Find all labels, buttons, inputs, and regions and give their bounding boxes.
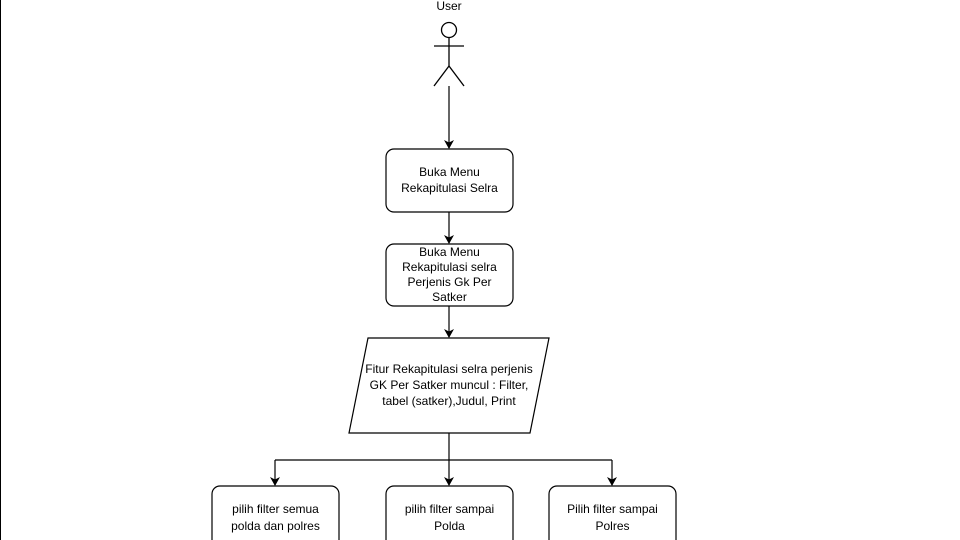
io-text-line: tabel (satker),Judul, Print bbox=[382, 394, 516, 408]
process-filter-polda[interactable]: pilih filter sampai Polda bbox=[385, 485, 514, 540]
canvas-left-border bbox=[0, 0, 1, 540]
process-text-line: Rekapitulasi selra bbox=[402, 260, 497, 274]
actor-leg-left bbox=[433, 65, 450, 87]
process-box bbox=[385, 148, 514, 213]
process-filter-polres[interactable]: Pilih filter sampai Polres bbox=[548, 485, 677, 540]
process-box bbox=[548, 485, 677, 540]
process-text-line: polda dan polres bbox=[231, 519, 320, 533]
process-text-line: pilih filter sampai bbox=[405, 502, 494, 516]
process-open-rekap-perjenis[interactable]: Buka Menu Rekapitulasi selra Perjenis Gk… bbox=[385, 243, 514, 307]
process-filter-all[interactable]: pilih filter semua polda dan polres bbox=[211, 485, 340, 540]
io-fitur-rekap-display[interactable]: Fitur Rekapitulasi selra perjenis GK Per… bbox=[348, 337, 550, 434]
process-text-line: Rekapitulasi Selra bbox=[401, 181, 498, 195]
process-text-line: Polda bbox=[434, 519, 465, 533]
actor-leg-right bbox=[448, 65, 465, 87]
process-box bbox=[385, 485, 514, 540]
process-text-line: Buka Menu bbox=[419, 165, 480, 179]
process-box bbox=[385, 243, 514, 307]
process-box bbox=[211, 485, 340, 540]
process-text-line: Satker bbox=[432, 290, 467, 304]
actor-user[interactable]: User bbox=[433, 0, 465, 87]
process-text-line: Polres bbox=[595, 519, 629, 533]
io-parallelogram bbox=[348, 337, 550, 434]
process-text-line: Buka Menu bbox=[419, 245, 480, 259]
io-text-line: Fitur Rekapitulasi selra perjenis bbox=[365, 362, 532, 376]
process-text-line: Perjenis Gk Per bbox=[407, 275, 491, 289]
io-text-line: GK Per Satker muncul : Filter, bbox=[370, 378, 529, 392]
actor-head-icon bbox=[440, 21, 458, 39]
process-text-line: Pilih filter sampai bbox=[567, 502, 658, 516]
process-open-rekap-selra[interactable]: Buka Menu Rekapitulasi Selra bbox=[385, 148, 514, 213]
process-text-line: pilih filter semua bbox=[232, 502, 319, 516]
actor-label: User bbox=[436, 0, 461, 13]
